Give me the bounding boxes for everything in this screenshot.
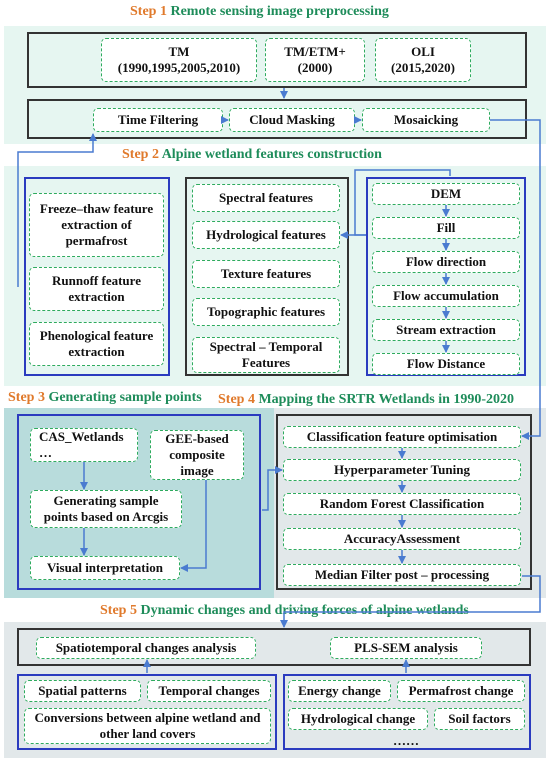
step1-heading: Step 1 Remote sensing image preprocessin… — [130, 4, 389, 20]
mosaicking-box: Mosaicking — [362, 108, 490, 132]
step2-number: Step 2 — [122, 147, 159, 162]
spectral-temporal-box: Spectral – Temporal Features — [192, 337, 340, 373]
step4-number: Step 4 — [218, 392, 255, 407]
sample-frame — [17, 414, 261, 590]
etm-name: TM/ETM+ — [284, 44, 346, 59]
median-filter-box: Median Filter post – processing — [283, 564, 521, 586]
gee-composite-box: GEE-based composite image — [150, 430, 244, 480]
pls-sem-box: PLS-SEM analysis — [330, 637, 482, 659]
generating-sample-box: Generating sample points based on Arcgis — [30, 490, 182, 528]
step1-number: Step 1 — [130, 4, 167, 19]
energy-change-box: Energy change — [288, 680, 391, 702]
analysis-frame — [17, 628, 531, 666]
hydrology-frame — [366, 177, 526, 376]
etm-years: (2000) — [297, 60, 333, 75]
dem-box: DEM — [372, 183, 520, 205]
sensor-frame — [27, 32, 527, 88]
oli-box: OLI (2015,2020) — [375, 38, 471, 82]
time-filtering-box: Time Filtering — [93, 108, 223, 132]
spatial-patterns-box: Spatial patterns — [24, 680, 141, 702]
step2-heading: Step 2 Alpine wetland features construct… — [122, 147, 382, 163]
classification-optimisation-box: Classification feature optimisation — [283, 426, 521, 448]
ellipsis-text: …… — [393, 733, 419, 748]
step3-heading: Step 3 Generating sample points — [8, 390, 202, 406]
spectral-features-box: Spectral features — [192, 184, 340, 212]
step4-heading: Step 4 Mapping the SRTR Wetlands in 1990… — [218, 392, 514, 408]
driving-forces-frame — [283, 674, 531, 750]
tm-years: (1990,1995,2005,2010) — [117, 60, 241, 75]
flow-distance-box: Flow Distance — [372, 353, 520, 375]
permafrost-change-box: Permafrost change — [397, 680, 525, 702]
step2-title: Alpine wetland features construction — [161, 147, 382, 162]
preprocess-frame — [27, 99, 527, 139]
texture-features-box: Texture features — [192, 260, 340, 288]
step3-number: Step 3 — [8, 390, 45, 405]
soil-factors-box: Soil factors — [434, 708, 525, 730]
phenological-box: Phenological feature extraction — [29, 322, 164, 366]
visual-interpretation-box: Visual interpretation — [30, 556, 180, 580]
hyperparameter-tuning-box: Hyperparameter Tuning — [283, 459, 521, 481]
oli-years: (2015,2020) — [391, 60, 455, 75]
step4-title: Mapping the SRTR Wetlands in 1990-2020 — [258, 392, 515, 407]
runoff-box: Runnoff feature extraction — [29, 267, 164, 311]
freeze-thaw-box: Freeze–thaw feature extraction of permaf… — [29, 193, 164, 257]
topographic-features-box: Topographic features — [192, 298, 340, 326]
temporal-changes-box: Temporal changes — [147, 680, 271, 702]
step5-title: Dynamic changes and driving forces of al… — [140, 603, 469, 618]
step3-title: Generating sample points — [48, 390, 202, 405]
tm-box: TM (1990,1995,2005,2010) — [101, 38, 257, 82]
stream-extraction-box: Stream extraction — [372, 319, 520, 341]
flow-direction-box: Flow direction — [372, 251, 520, 273]
random-forest-box: Random Forest Classification — [283, 493, 521, 515]
feature-set-frame — [185, 177, 349, 376]
conversions-box: Conversions between alpine wetland and o… — [24, 708, 271, 744]
etm-box: TM/ETM+ (2000) — [265, 38, 365, 82]
cloud-masking-box: Cloud Masking — [229, 108, 355, 132]
step5-number: Step 5 — [100, 603, 137, 618]
tm-name: TM — [168, 44, 190, 59]
hydrological-features-box: Hydrological features — [192, 221, 340, 249]
step1-title: Remote sensing image preprocessing — [170, 4, 389, 19]
flow-accumulation-box: Flow accumulation — [372, 285, 520, 307]
change-patterns-frame — [17, 674, 277, 750]
accuracy-assessment-box: AccuracyAssessment — [283, 528, 521, 550]
fill-box: Fill — [372, 217, 520, 239]
spatiotemporal-analysis-box: Spatiotemporal changes analysis — [36, 637, 256, 659]
step5-heading: Step 5 Dynamic changes and driving force… — [100, 603, 469, 619]
oli-name: OLI — [411, 44, 435, 59]
cas-wetlands-box: CAS_Wetlands … — [30, 428, 138, 462]
hydrological-change-box: Hydrological change — [288, 708, 428, 730]
